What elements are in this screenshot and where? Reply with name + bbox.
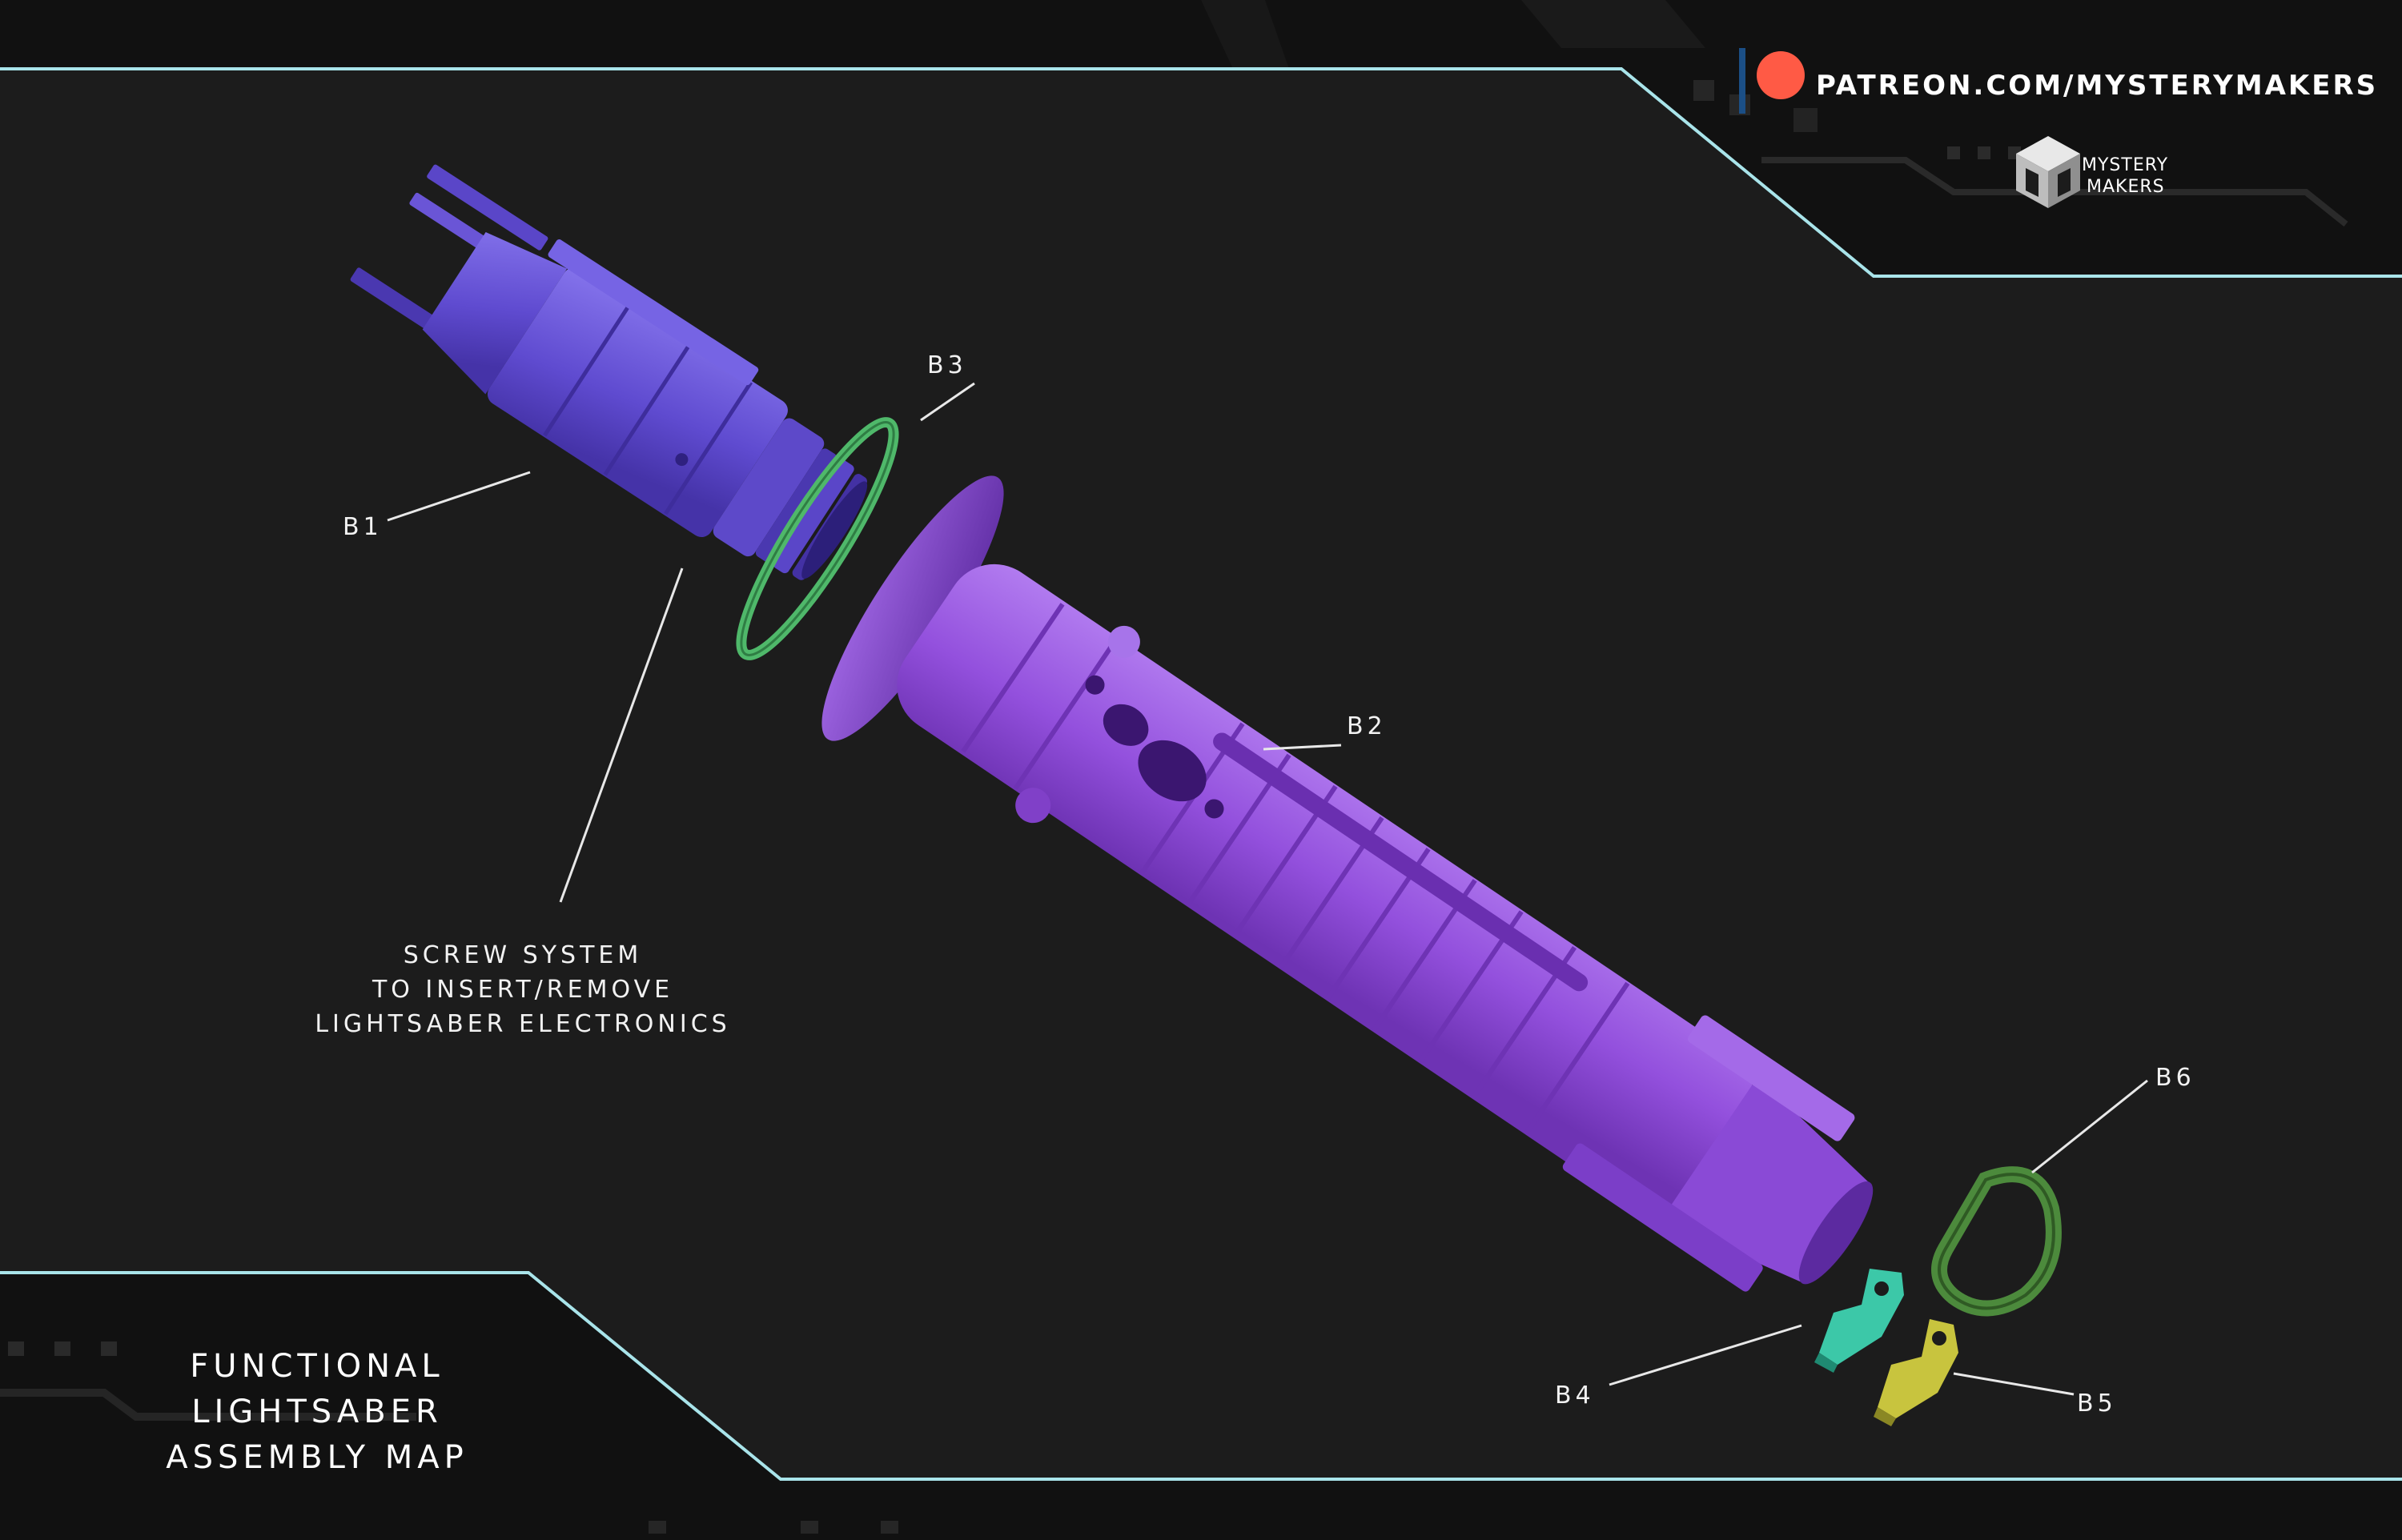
title-line3: ASSEMBLY MAP [166, 1439, 468, 1476]
brand-line1: MYSTERY [2082, 155, 2168, 175]
title-line2: LIGHTSABER [191, 1394, 443, 1430]
part-b4 [1814, 1269, 1904, 1373]
label-b2: B2 [1347, 712, 1387, 740]
part-b5 [1874, 1319, 1958, 1426]
leader-b3 [920, 382, 975, 422]
leader-b4 [1609, 1324, 1802, 1386]
note-line1: SCREW SYSTEM [404, 941, 643, 969]
leader-screw-system [559, 567, 684, 903]
part-b2 [821, 475, 1874, 1292]
label-b5: B5 [2077, 1390, 2117, 1418]
leader-b6 [2031, 1079, 2148, 1174]
title-line1: FUNCTIONAL [190, 1348, 444, 1385]
brand-line2: MAKERS [2087, 177, 2165, 197]
part-b6 [1931, 1166, 2062, 1317]
label-b3: B3 [927, 351, 967, 379]
leader-b1 [387, 471, 531, 522]
patreon-icon [1757, 51, 1805, 99]
cube-logo-icon [2016, 136, 2080, 208]
part-b1 [350, 164, 868, 580]
frame-bottom-line [0, 1271, 2402, 1481]
label-b6: B6 [2155, 1064, 2195, 1092]
frame-top [0, 0, 2402, 278]
frame-bottom [0, 1271, 2402, 1540]
patreon-header[interactable]: PATREON.COM/MYSTERYMAKERS [1739, 48, 2378, 114]
label-b1: B1 [343, 513, 383, 541]
note-line3: LIGHTSABER ELECTRONICS [315, 1010, 730, 1038]
label-b4: B4 [1555, 1382, 1595, 1410]
note-line2: TO INSERT/REMOVE [372, 976, 673, 1004]
page-title: FUNCTIONAL LIGHTSABER ASSEMBLY MAP [166, 1348, 468, 1476]
screw-system-note: SCREW SYSTEM TO INSERT/REMOVE LIGHTSABER… [315, 941, 730, 1038]
part-b2-emitter [821, 475, 1004, 741]
leader-b2 [1263, 744, 1342, 751]
patreon-url[interactable]: PATREON.COM/MYSTERYMAKERS [1816, 70, 2378, 102]
frame-top-line [0, 67, 2402, 278]
part-b3 [736, 417, 899, 660]
patreon-bar [1739, 48, 1745, 114]
leader-b5 [1953, 1372, 2075, 1396]
brand-logo: MYSTERY MAKERS [2016, 136, 2168, 208]
